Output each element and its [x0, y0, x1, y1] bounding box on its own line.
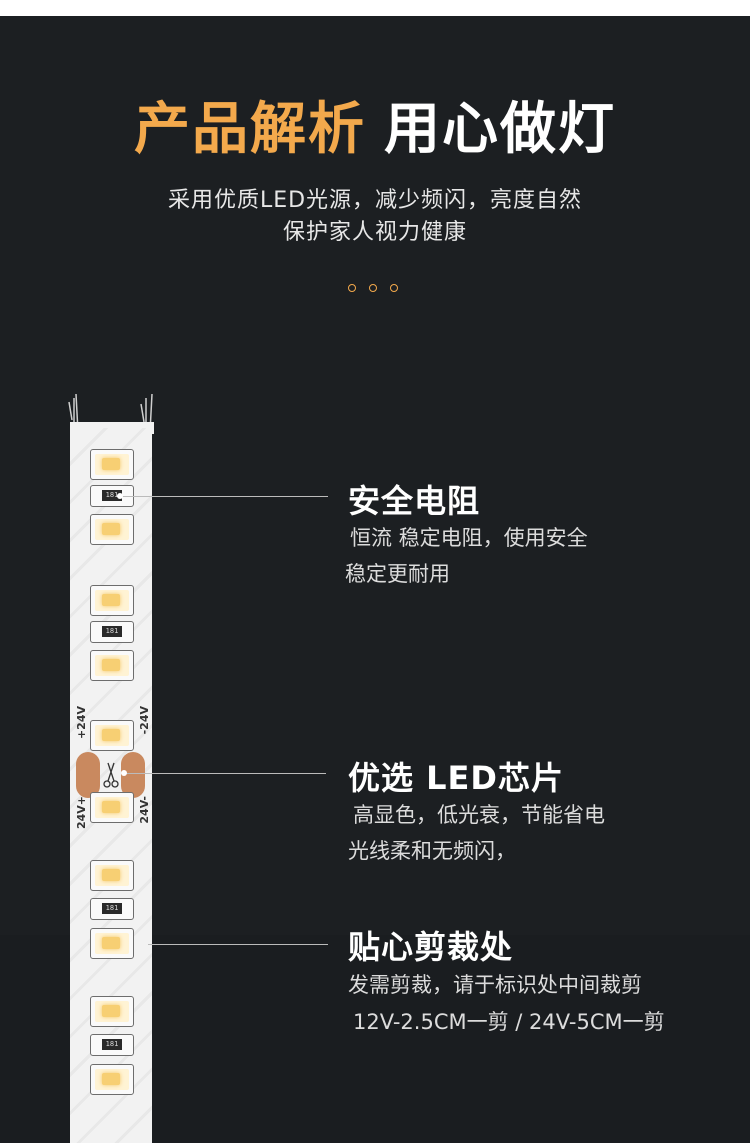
- led-chip: [90, 792, 134, 823]
- resistor: 181: [90, 1034, 134, 1056]
- title-main: 用心做灯: [384, 97, 616, 162]
- scissors-icon: [103, 762, 119, 788]
- callout-dot: [117, 493, 123, 499]
- label-minus-24v: -24V: [138, 706, 151, 735]
- led-chip: [90, 928, 134, 959]
- led-chip: [90, 449, 134, 480]
- resistor-code: 181: [102, 626, 122, 637]
- feature-desc-resistor-1: 恒流 稳定电阻，使用安全: [350, 526, 588, 550]
- feature-desc-led-2: 光线柔和无频闪，: [348, 839, 516, 863]
- title-accent: 产品解析: [134, 97, 366, 162]
- callout-line-led: [126, 773, 326, 774]
- resistor-code: 181: [102, 903, 122, 914]
- resistor-code: 181: [102, 490, 122, 501]
- feature-desc-cut-2: 12V-2.5CM一剪 / 24V-5CM一剪: [353, 1010, 665, 1034]
- subtitle-line-1: 采用优质LED光源，减少频闪，亮度自然: [167, 188, 583, 213]
- resistor: 181: [90, 621, 134, 643]
- feature-title-resistor: 安全电阻: [348, 482, 481, 520]
- callout-line-resistor: [122, 496, 328, 497]
- feature-desc-cut-1: 发需剪裁，请于标识处中间裁剪: [348, 973, 642, 997]
- led-chip: [90, 996, 134, 1027]
- resistor-code: 181: [102, 1039, 122, 1050]
- page-title: 产品解析用心做灯: [0, 84, 750, 165]
- callout-dot: [121, 770, 127, 776]
- led-chip: [90, 650, 134, 681]
- subtitle-line-2: 保护家人视力健康: [282, 220, 467, 245]
- resistor: 181: [90, 898, 134, 920]
- divider-dot: [390, 284, 398, 292]
- callout-line-cut: [148, 944, 328, 945]
- led-chip: [90, 720, 134, 751]
- feature-desc-led-1: 高显色，低光衰，节能省电: [353, 803, 605, 827]
- led-chip: [90, 1064, 134, 1095]
- feature-title-led: 优选 LED芯片: [348, 759, 564, 797]
- feature-desc-resistor-2: 稳定更耐用: [345, 562, 450, 586]
- led-chip: [90, 514, 134, 545]
- label-plus-24v: +24V: [75, 706, 88, 740]
- led-chip: [90, 860, 134, 891]
- divider-dot: [348, 284, 356, 292]
- divider-dot: [369, 284, 377, 292]
- feature-title-cut: 贴心剪裁处: [348, 928, 514, 966]
- led-chip: [90, 585, 134, 616]
- copper-solder-pad: [76, 752, 100, 798]
- label-plus-24v-2: 24V+: [75, 796, 88, 830]
- divider-dots: [348, 284, 398, 292]
- label-minus-24v-2: 24V-: [138, 796, 151, 824]
